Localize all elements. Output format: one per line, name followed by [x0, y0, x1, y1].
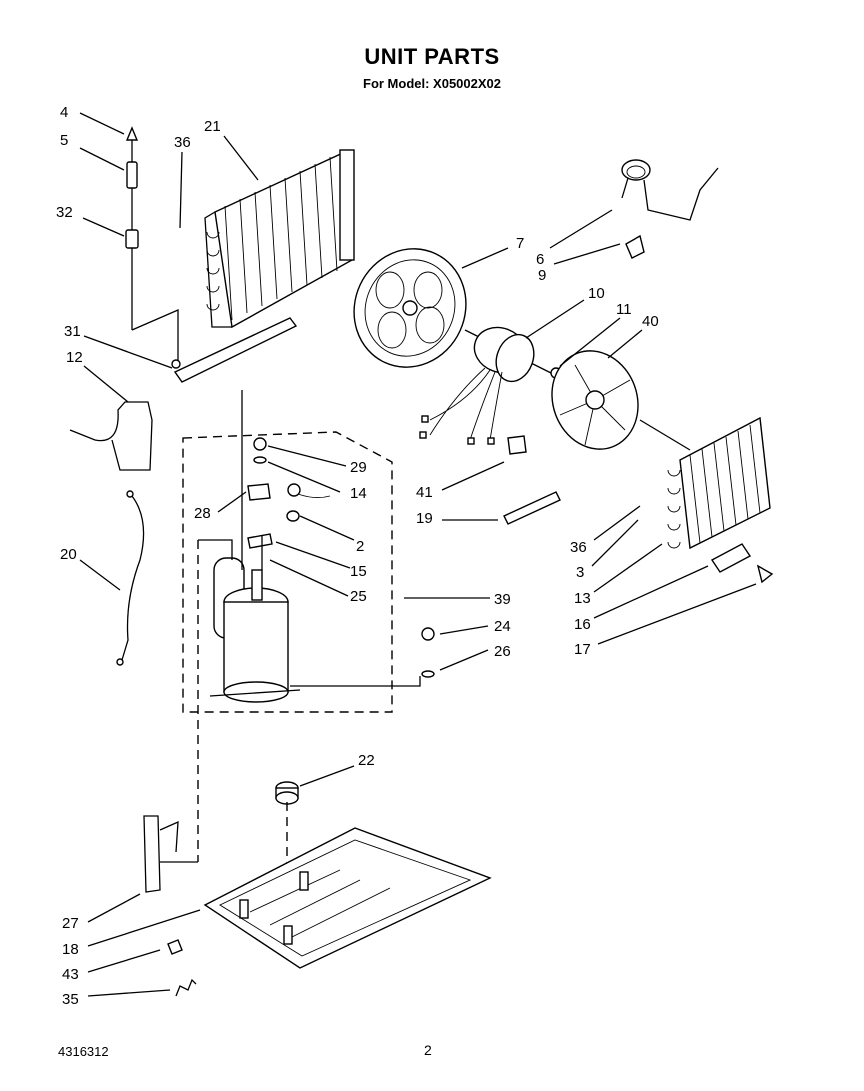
nut-24	[421, 627, 435, 641]
clip-35	[175, 978, 197, 997]
callout-24: 24	[494, 618, 511, 635]
tube-fitting	[171, 359, 181, 369]
callout-11: 11	[616, 301, 632, 318]
callout-10: 10	[588, 285, 605, 302]
wire-harness	[121, 495, 145, 661]
page-number: 2	[424, 1042, 432, 1058]
callout-19: 19	[416, 510, 433, 527]
callout-6: 6	[536, 251, 544, 268]
callout-12: 12	[66, 349, 83, 366]
insulation-strip	[503, 491, 561, 525]
callout-36-left: 36	[174, 134, 191, 151]
callout-36-right: 36	[570, 539, 587, 556]
callout-25: 25	[350, 588, 367, 605]
model-subtitle: For Model: X05002X02	[363, 76, 501, 91]
condenser-coil	[204, 149, 355, 329]
callout-18: 18	[62, 941, 79, 958]
callout-43: 43	[62, 966, 79, 983]
callout-26: 26	[494, 643, 511, 660]
document-number: 4316312	[58, 1044, 109, 1059]
evaporator-coil	[667, 416, 771, 550]
callout-7: 7	[516, 235, 524, 252]
blower-shroud	[353, 248, 467, 368]
callout-16: 16	[574, 616, 591, 633]
callout-9: 9	[538, 267, 546, 284]
callout-2: 2	[356, 538, 364, 555]
callout-31: 31	[64, 323, 81, 340]
leader-lines	[79, 112, 757, 997]
callout-39: 39	[494, 591, 511, 608]
washer-26	[421, 670, 435, 678]
callout-22: 22	[358, 752, 375, 769]
callout-32: 32	[56, 204, 73, 221]
tube-bracket	[173, 317, 298, 383]
page-title: UNIT PARTS	[364, 44, 500, 69]
bracket-16	[710, 543, 752, 573]
compressor-group-boundary	[182, 431, 393, 713]
tube-left	[69, 401, 153, 471]
callout-29: 29	[350, 459, 367, 476]
callout-40: 40	[642, 313, 659, 330]
callout-41: 41	[416, 484, 433, 501]
callout-13: 13	[574, 590, 591, 607]
callout-21: 21	[204, 118, 221, 135]
arrow-17	[756, 564, 774, 584]
grommet-22	[275, 781, 299, 805]
callout-14: 14	[350, 485, 367, 502]
callout-20: 20	[60, 546, 77, 563]
fan-blade	[551, 350, 691, 451]
bracket-41	[507, 435, 527, 455]
tube-27	[143, 815, 179, 893]
base-pan	[203, 827, 492, 969]
tube-top-right	[621, 159, 719, 221]
drier-assembly	[125, 126, 179, 365]
callout-4: 4	[60, 104, 68, 121]
callout-28: 28	[194, 505, 211, 522]
callout-3: 3	[576, 564, 584, 581]
callout-27: 27	[62, 915, 79, 932]
callout-17: 17	[574, 641, 591, 658]
clip-9	[625, 234, 645, 259]
callout-5: 5	[60, 132, 68, 149]
small-parts	[247, 437, 331, 549]
callout-15: 15	[350, 563, 367, 580]
compressor	[209, 390, 301, 703]
callout-35: 35	[62, 991, 79, 1008]
screw-43	[167, 939, 183, 955]
